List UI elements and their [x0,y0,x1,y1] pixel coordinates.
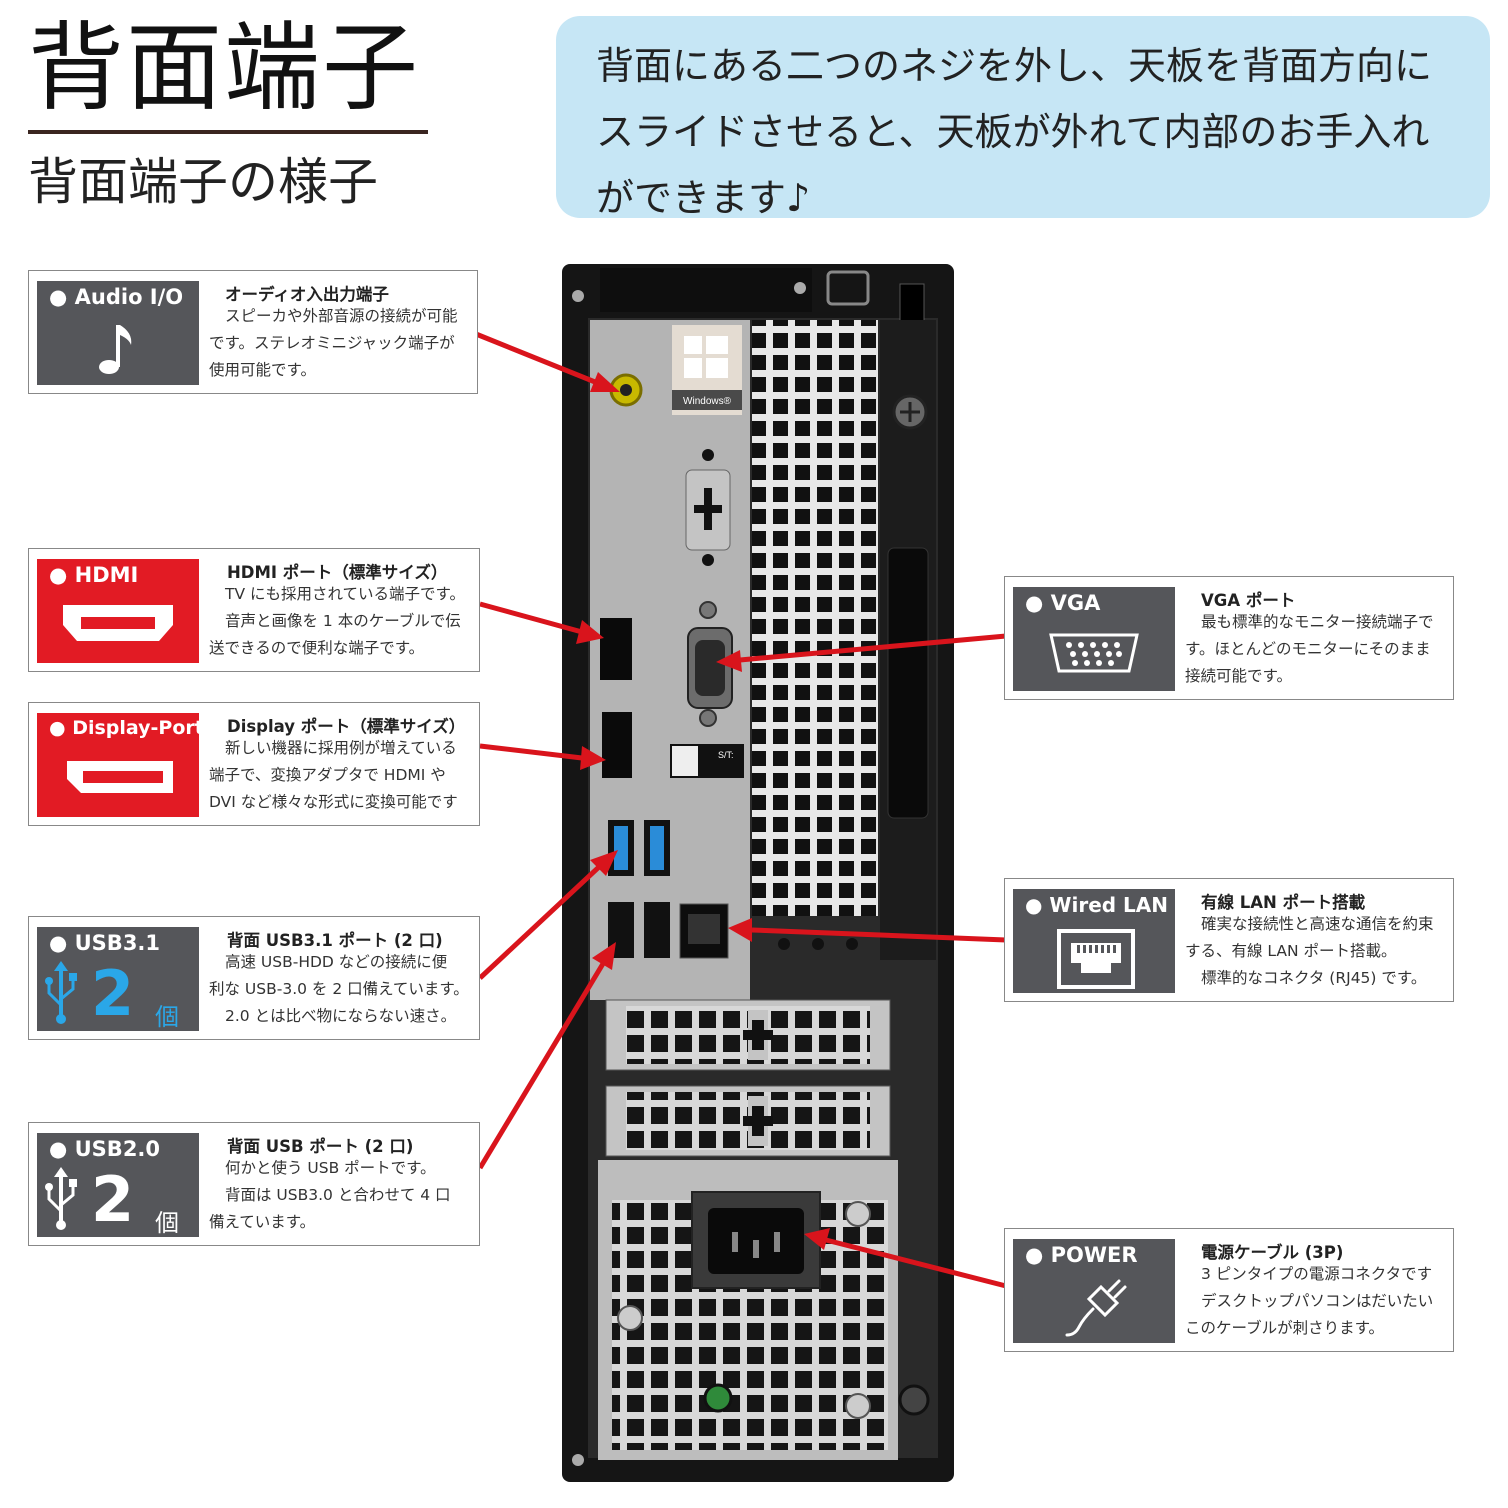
card-displayport-line-1: 新しい機器に採用例が増えている [225,739,457,757]
badge-hdmi: ● HDMI [37,559,199,663]
hdmi-port-icon [63,605,173,641]
card-hdmi-line-3: 送できるので便利な端子です。 [209,639,425,657]
badge-power-label: ● POWER [1025,1243,1138,1267]
badge-usb31: ● USB3.1 2 個 [37,927,199,1031]
card-audio-line-1: スピーカや外部音源の接続が可能 [225,307,458,325]
usb-icon [45,1167,77,1230]
card-lan-body: 確実な接続性と高速な通信を約束 する、有線 LAN ポート搭載。 標準的なコネク… [1185,911,1434,992]
power-plug-icon [1065,1279,1127,1337]
card-power: ● POWER 電源ケーブル (3P) 3 ピンタイプの電源コネクタです デスク… [1004,1228,1454,1352]
card-vga: ● VGA VGA ポート 最も標準的なモニター接続端子で す。ほとんどのモニタ… [1004,576,1454,700]
music-note-icon [99,325,132,374]
card-lan-line-3: 標準的なコネクタ (RJ45) です。 [1201,969,1427,987]
note-line-2: スライドさせると、天板が外れて内部のお手入れ [596,110,1430,154]
card-displayport-line-2: 端子で、変換アダプタで HDMI や [209,766,446,784]
card-vga-line-3: 接続可能です。 [1185,667,1292,685]
card-usb31: ● USB3.1 2 個 背面 USB3.1 ポート (2 口) 高速 USB-… [28,916,480,1040]
card-hdmi-body: TV にも採用されている端子です。 音声と画像を 1 本のケーブルで伝 送できる… [209,581,465,662]
card-usb20-title: 背面 USB ポート (2 口) [227,1137,414,1156]
maintenance-note: 背面にある二つのネジを外し、天板を背面方向に スライドさせると、天板が外れて内部… [556,16,1490,220]
card-audio-title: オーディオ入出力端子 [225,285,389,304]
card-displayport-title: Display ポート（標準サイズ） [227,717,466,736]
displayport-icon [67,761,173,793]
card-usb20-line-3: 備えています。 [209,1213,316,1231]
badge-audio-label: ● Audio I/O [49,285,184,309]
page-subtitle: 背面端子の様子 [28,153,378,211]
card-power-line-3: このケーブルが刺さります。 [1185,1319,1385,1337]
card-vga-body: 最も標準的なモニター接続端子で す。ほとんどのモニターにそのまま 接続可能です。 [1185,609,1434,690]
card-hdmi-line-1: TV にも採用されている端子です。 [225,585,465,603]
card-audio: ● Audio I/O オーディオ入出力端子 スピーカや外部音源の接続が可能 で… [28,270,478,394]
badge-vga-label: ● VGA [1025,591,1101,615]
badge-displayport-label: ● Display-Port [49,717,204,739]
badge-vga: ● VGA [1013,587,1175,691]
badge-displayport: ● Display-Port [37,713,204,817]
card-hdmi-title: HDMI ポート（標準サイズ） [227,563,448,582]
card-lan-line-1: 確実な接続性と高速な通信を約束 [1201,915,1434,933]
usb31-count: 2 [91,957,135,1030]
card-lan-line-2: する、有線 LAN ポート搭載。 [1185,942,1397,960]
badge-power: ● POWER [1013,1239,1175,1343]
card-audio-line-2: です。ステレオミニジャック端子が [209,334,455,352]
windows-sticker-label: Windows® [683,396,732,407]
card-lan-title: 有線 LAN ポート搭載 [1201,893,1366,912]
card-usb31-body: 高速 USB-HDD などの接続に便 利な USB-3.0 を 2 口備えていま… [209,949,469,1030]
note-line-1: 背面にある二つのネジを外し、天板を背面方向に [596,44,1433,88]
card-hdmi: ● HDMI HDMI ポート（標準サイズ） TV にも採用されている端子です。… [28,548,480,672]
card-audio-line-3: 使用可能です。 [209,361,316,379]
badge-usb20-label: ● USB2.0 [49,1137,161,1161]
title-underline [28,130,428,134]
card-audio-body: スピーカや外部音源の接続が可能 です。ステレオミニジャック端子が 使用可能です。 [209,303,458,384]
card-vga-line-2: す。ほとんどのモニターにそのまま [1185,640,1431,658]
badge-lan: ● Wired LAN [1013,889,1175,993]
card-power-line-2: デスクトップパソコンはだいたい [1201,1292,1434,1310]
card-usb20-body: 何かと使う USB ポートです。 背面は USB3.0 と合わせて 4 口 備え… [209,1155,451,1236]
badge-lan-label: ● Wired LAN [1025,893,1168,917]
card-lan: ● Wired LAN 有線 LAN ポート搭載 確実な接続性と高速な通信を約束… [1004,878,1454,1002]
card-usb20-line-2: 背面は USB3.0 と合わせて 4 口 [225,1186,451,1204]
service-tag-label: S/T: [718,750,734,760]
card-usb20-line-1: 何かと使う USB ポートです。 [225,1159,436,1177]
card-power-line-1: 3 ピンタイプの電源コネクタです [1201,1265,1433,1283]
card-usb31-line-1: 高速 USB-HDD などの接続に便 [225,953,448,971]
lan-port-icon [1057,929,1135,989]
card-usb31-line-3: 2.0 とは比べ物にならない速さ。 [225,1007,457,1025]
vga-port-icon [1049,633,1139,673]
card-vga-line-1: 最も標準的なモニター接続端子で [1201,613,1434,631]
card-usb31-title: 背面 USB3.1 ポート (2 口) [227,931,443,950]
page-title: 背面端子 [28,12,420,124]
usb31-unit: 個 [155,1003,179,1031]
callout-arrows [475,331,1007,1289]
card-usb20: ● USB2.0 2 個 背面 USB ポート (2 口) 何かと使う USB … [28,1122,480,1246]
card-usb31-line-2: 利な USB-3.0 を 2 口備えています。 [209,980,469,998]
card-power-title: 電源ケーブル (3P) [1201,1243,1344,1262]
badge-usb20: ● USB2.0 2 個 [37,1133,199,1237]
card-vga-title: VGA ポート [1201,591,1296,610]
card-displayport-line-3: DVI など様々な形式に変換可能です [209,793,458,811]
card-displayport: ● Display-Port Display ポート（標準サイズ） 新しい機器に… [28,702,480,826]
card-hdmi-line-2: 音声と画像を 1 本のケーブルで伝 [225,612,461,630]
badge-usb31-label: ● USB3.1 [49,931,161,955]
badge-audio: ● Audio I/O [37,281,199,385]
note-line-3: ができます♪ [596,176,811,220]
card-displayport-body: 新しい機器に採用例が増えている 端子で、変換アダプタで HDMI や DVI な… [209,735,458,816]
usb-icon [45,961,77,1024]
badge-hdmi-label: ● HDMI [49,563,139,587]
usb20-count: 2 [91,1163,135,1236]
chassis: Windows® S/T: [562,264,954,1482]
usb20-unit: 個 [155,1209,179,1237]
card-power-body: 3 ピンタイプの電源コネクタです デスクトップパソコンはだいたい このケーブルが… [1185,1261,1433,1342]
